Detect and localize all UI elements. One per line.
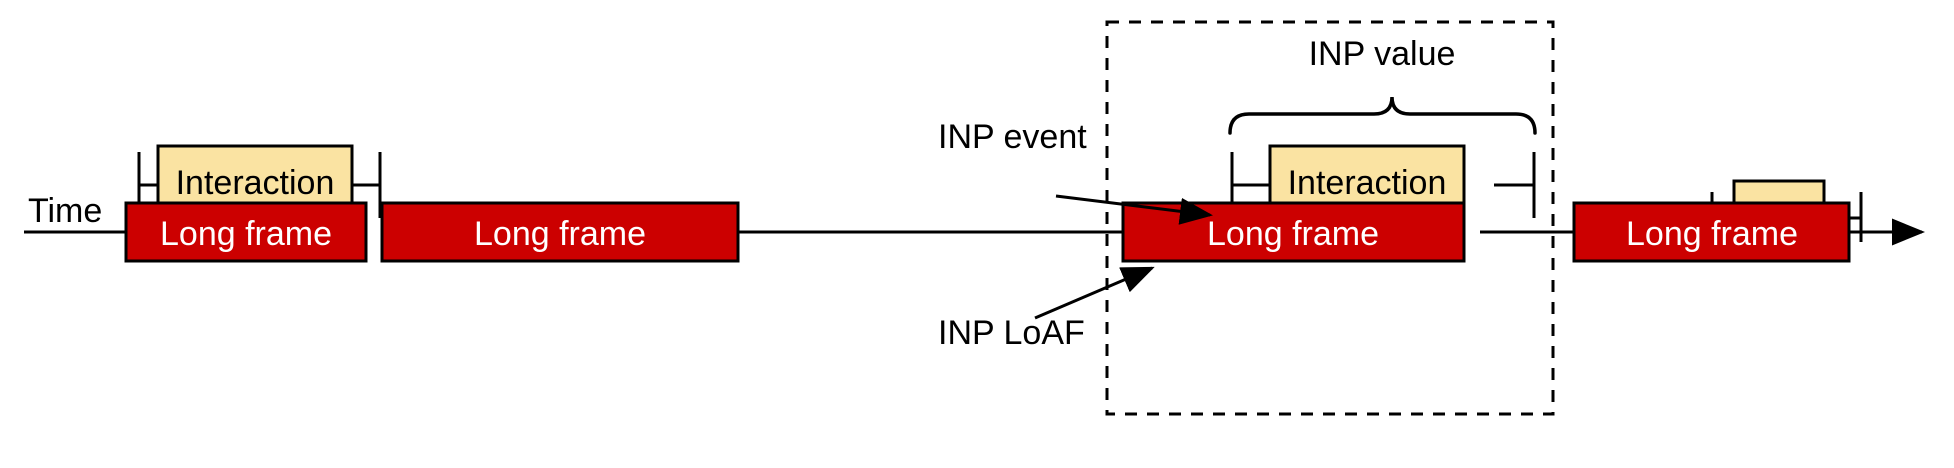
inp-value-brace (1228, 96, 1537, 135)
long-frame-box-3-label: Long frame (1207, 215, 1379, 253)
long-frame-box-2-label: Long frame (474, 215, 646, 253)
inp-event-label: INP event (938, 118, 1087, 156)
inp-event-arrow (1055, 194, 1213, 225)
inp-highlight-region (1105, 20, 1555, 416)
inp-loaf-label: INP LoAF (938, 314, 1085, 352)
interaction-box-1-label: Interaction (176, 164, 335, 202)
brace-shape (1228, 96, 1537, 135)
interaction-box-3-label: Interaction (1288, 164, 1447, 202)
long-frame-box-2[interactable] (380, 201, 740, 263)
inp-value-label: INP value (1309, 35, 1456, 73)
time-axis-label: Time (28, 192, 102, 230)
long-frame-box-1[interactable] (124, 201, 368, 263)
long-frame-box-4[interactable] (1572, 201, 1851, 263)
inp-loaf-arrow (1034, 266, 1155, 320)
long-frame-box-1-label: Long frame (160, 215, 332, 253)
long-frame-box-4-label: Long frame (1626, 215, 1798, 253)
